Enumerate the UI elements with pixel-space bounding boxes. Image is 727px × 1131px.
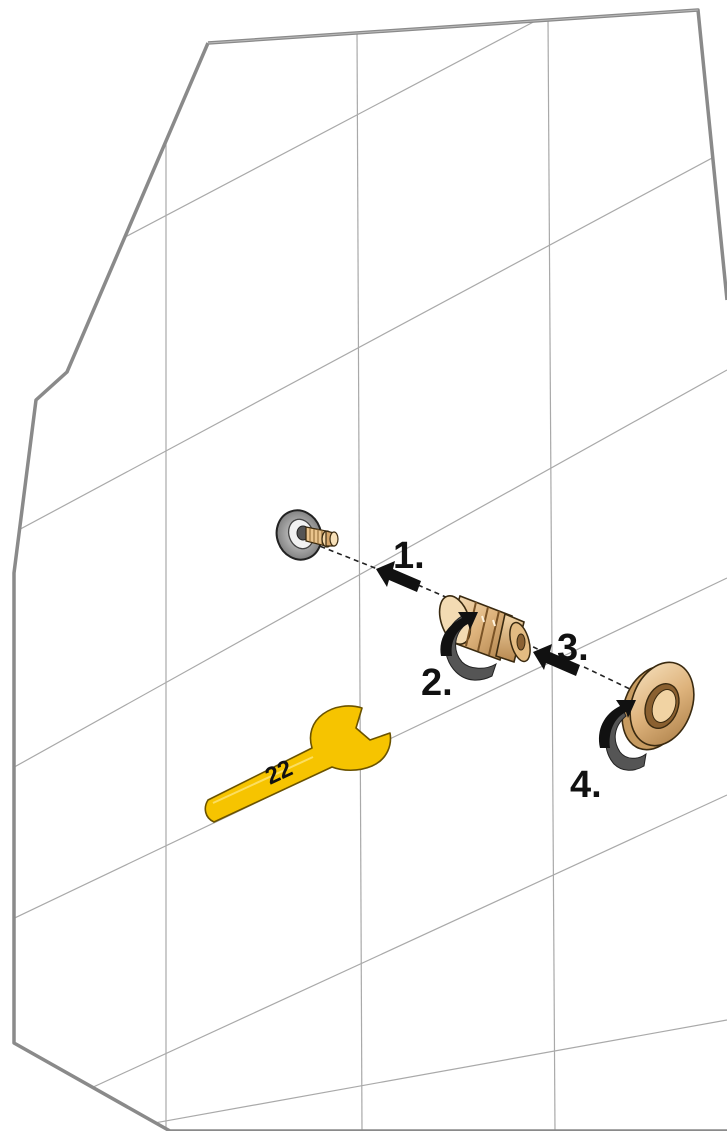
- grid-line: [14, 369, 727, 776]
- push-arrow-icon: [376, 561, 421, 592]
- grid-line: [14, 149, 727, 541]
- grid-line: [547, 17, 556, 1131]
- grid-line: [356, 29, 363, 1131]
- curved-rotate-arrow-icon: [440, 612, 497, 681]
- step-1-label: 1.: [393, 535, 425, 577]
- brass-rosette: [621, 661, 695, 751]
- grid-line: [14, 794, 727, 1131]
- push-arrow-icon: [533, 644, 580, 676]
- step-4-label: 4.: [570, 764, 602, 806]
- step-2-label: 2.: [421, 662, 453, 704]
- threaded-stub: [305, 526, 339, 548]
- curved-rotate-arrow-icon: [598, 700, 647, 771]
- grid-line: [109, 1019, 727, 1131]
- wrench-icon: [204, 705, 392, 823]
- wall-fill: [14, 10, 727, 1131]
- step-3-label: 3.: [557, 627, 589, 669]
